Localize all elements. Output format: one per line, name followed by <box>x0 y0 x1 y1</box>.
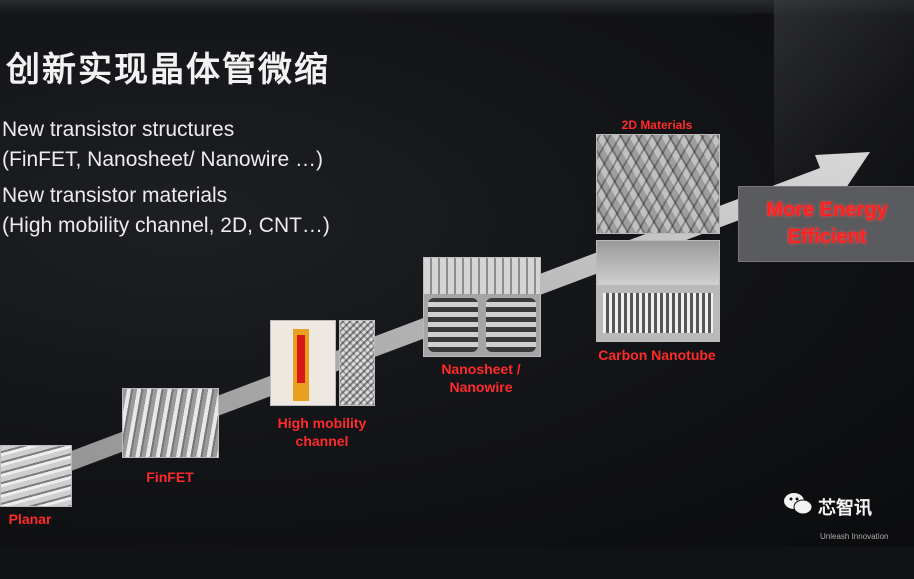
slide-title: 创新实现晶体管微缩 <box>6 50 330 90</box>
nanosheet-image <box>423 257 541 357</box>
high-mobility-label: High mobility channel <box>262 414 382 450</box>
nanosheet-label-line1: Nanosheet / <box>441 361 521 377</box>
bullet-materials-examples: (High mobility channel, 2D, CNT…) <box>2 214 330 237</box>
finfet-label: FinFET <box>146 469 194 485</box>
high-mobility-tem-image <box>339 320 375 406</box>
nanosheet-label-line2: Nanowire <box>449 379 513 395</box>
bullet-structures: New transistor structures <box>2 118 235 141</box>
wechat-icon <box>784 493 813 515</box>
watermark-text: 芯智讯 <box>818 498 872 519</box>
planar-transistor-image <box>0 445 72 507</box>
channel-strip <box>297 335 305 383</box>
nanosheet-top-layer <box>424 258 540 294</box>
high-mobility-label-line2: channel <box>295 433 349 449</box>
nanosheet-stack-right <box>486 298 536 352</box>
presentation-slide: 创新实现晶体管微缩 New transistor structures (Fin… <box>0 0 914 547</box>
corner-caption: Unleash Innovation <box>820 532 889 541</box>
high-mobility-channel-image <box>270 320 336 406</box>
screen-bezel <box>0 0 914 14</box>
2d-materials-image <box>596 134 720 234</box>
nanosheet-label: Nanosheet / Nanowire <box>423 360 539 396</box>
carbon-nanotube-label: Carbon Nanotube <box>598 347 716 363</box>
planar-label: Planar <box>8 511 52 527</box>
bullet-materials: New transistor materials <box>2 184 228 207</box>
bullet-structures-examples: (FinFET, Nanosheet/ Nanowire …) <box>2 148 323 171</box>
energy-line2: Efficient <box>787 226 867 248</box>
energy-efficient-text: More Energy Efficient <box>739 197 914 251</box>
high-mobility-label-line1: High mobility <box>277 415 367 431</box>
2d-materials-label: 2D Materials <box>621 118 693 132</box>
cnt-array <box>603 293 713 333</box>
carbon-nanotube-image <box>596 240 720 342</box>
energy-line1: More Energy <box>766 199 888 221</box>
finfet-image <box>122 388 219 458</box>
nanosheet-stack-left <box>428 298 478 352</box>
energy-efficient-box: More Energy Efficient <box>738 186 914 262</box>
cnt-top-layer <box>597 241 719 285</box>
